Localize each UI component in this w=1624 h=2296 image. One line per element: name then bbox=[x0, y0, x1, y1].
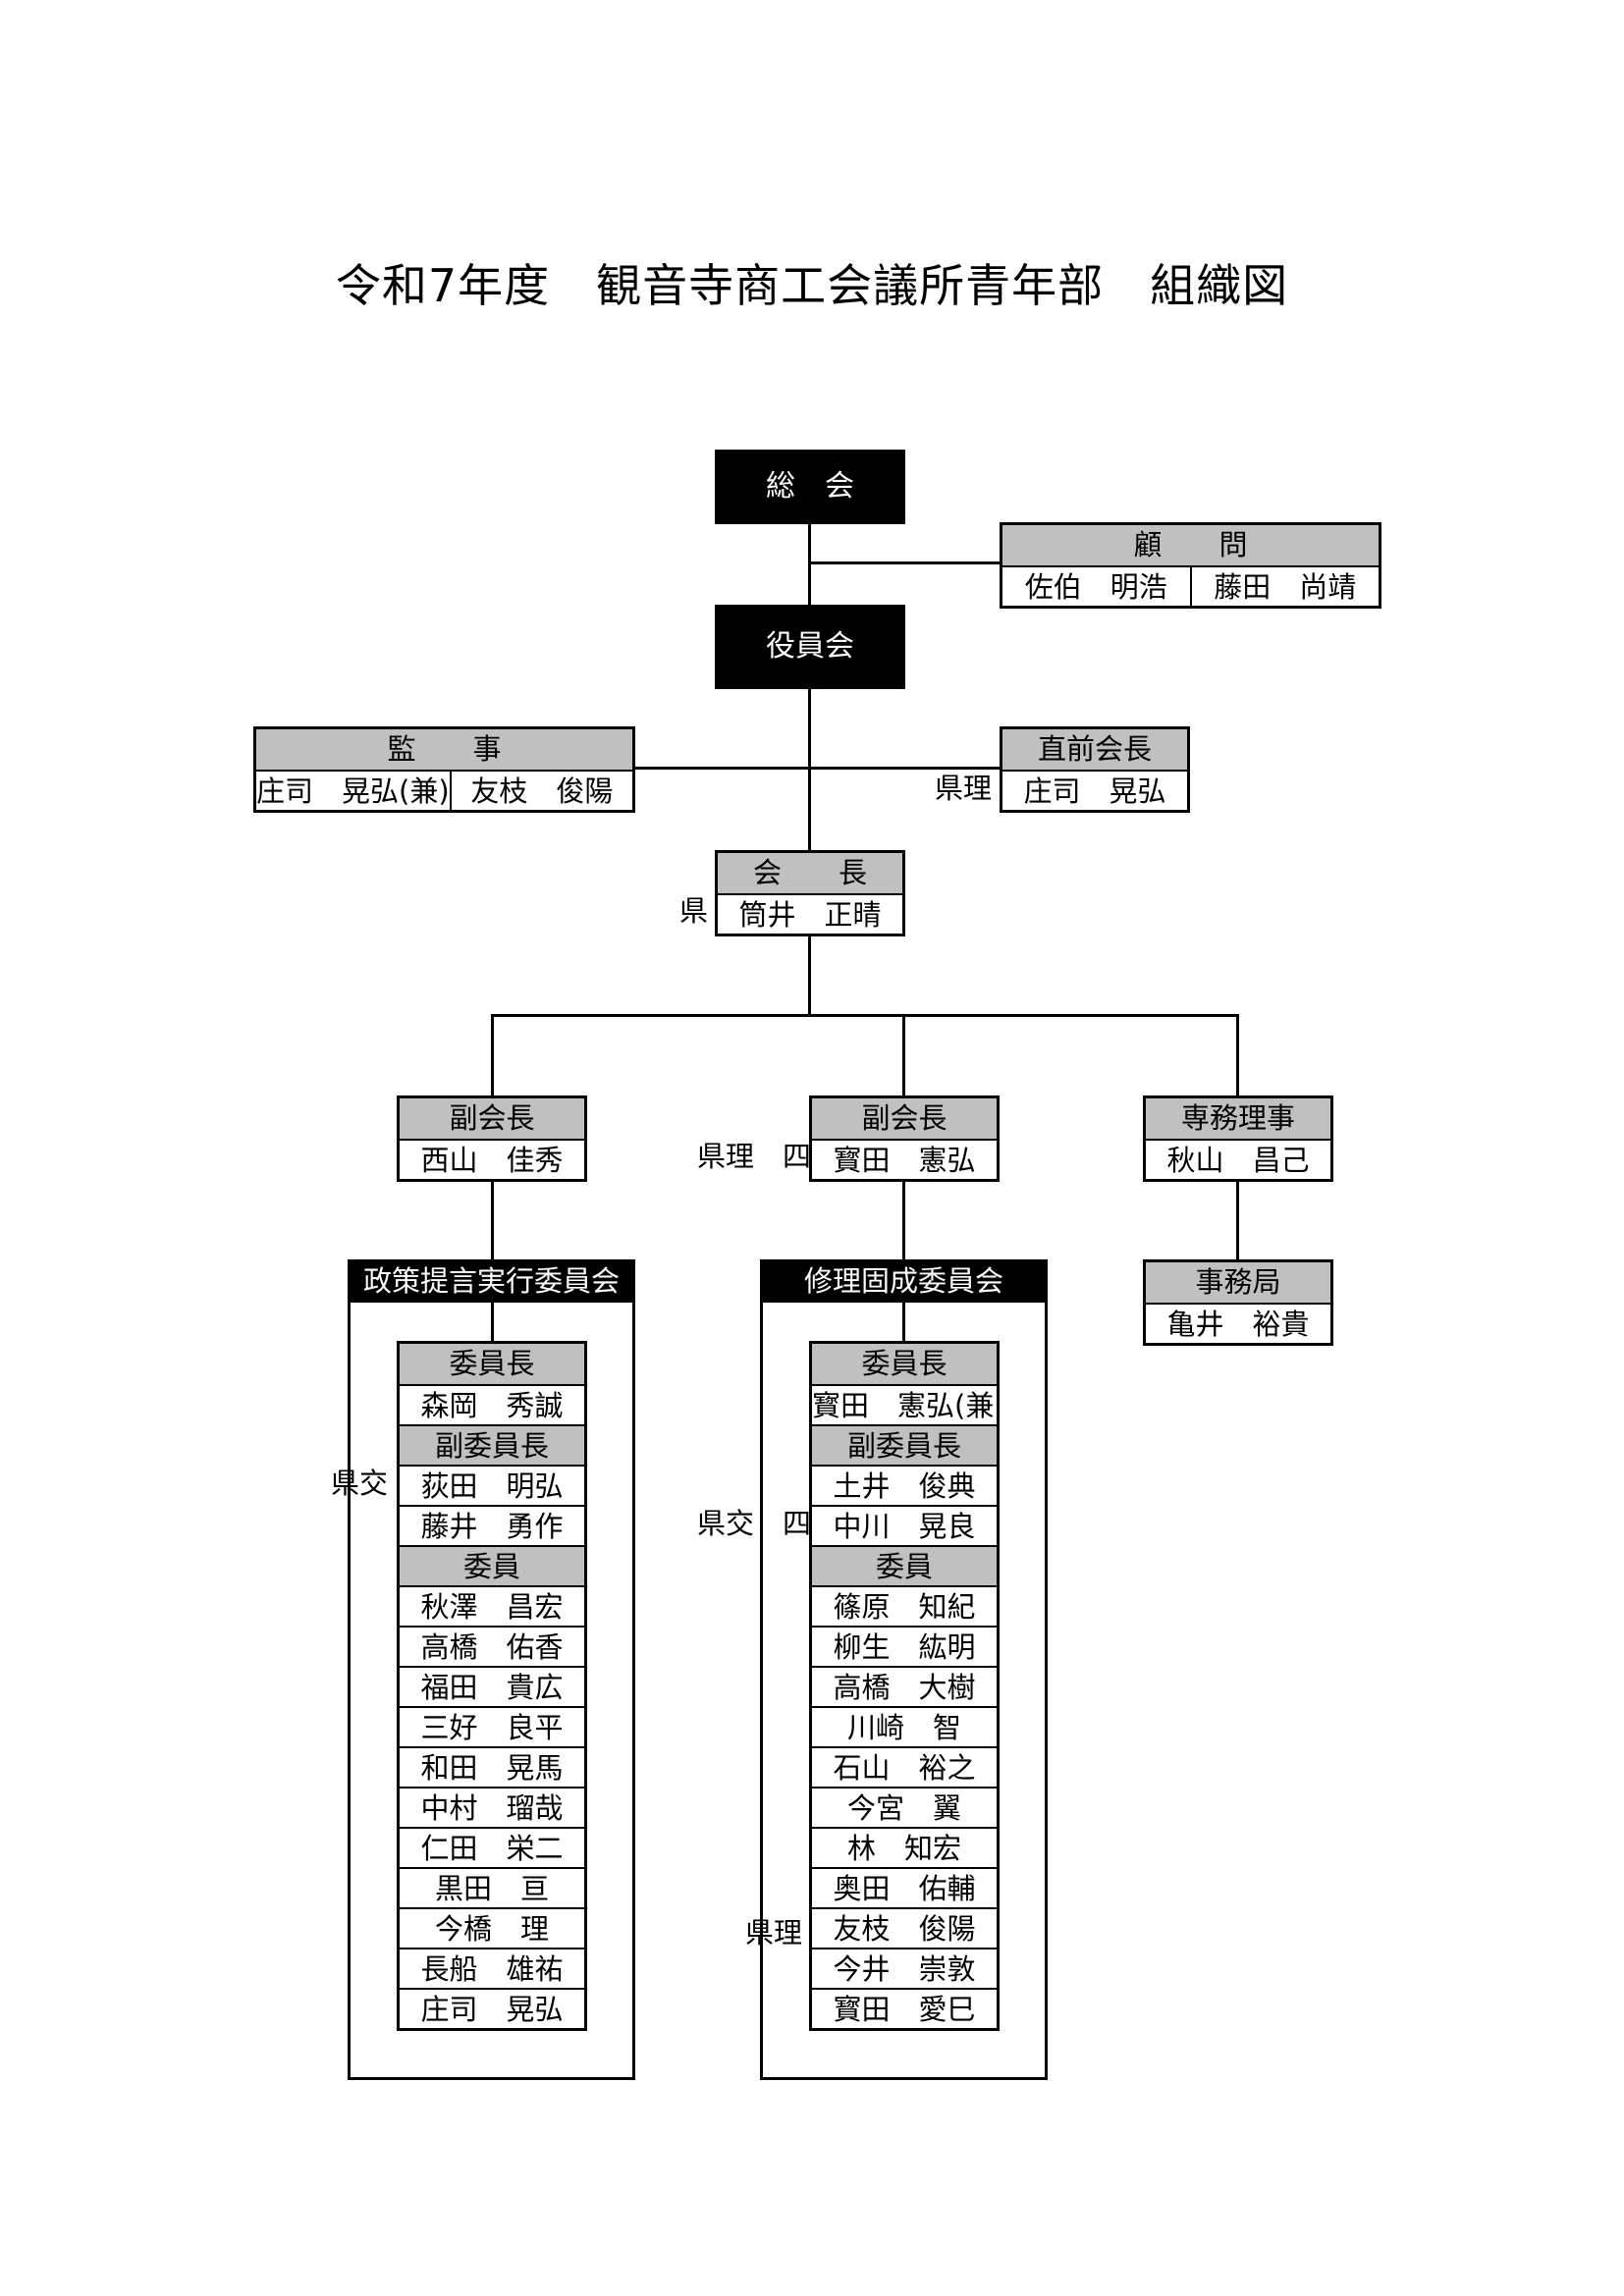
policy-vice-role-tag: 県交 bbox=[331, 1467, 389, 1500]
policy-chair-name: 森岡 秀誠 bbox=[400, 1384, 584, 1424]
shuri-member-name: 篠原 知紀 bbox=[812, 1585, 997, 1626]
advisors-box: 顧 問 佐伯 明浩 藤田 尚靖 bbox=[1000, 522, 1381, 609]
advisor-name: 藤田 尚靖 bbox=[1189, 567, 1380, 606]
secretariat-name: 亀井 裕貴 bbox=[1146, 1303, 1330, 1343]
policy-member-name: 今橋 理 bbox=[400, 1907, 584, 1948]
policy-member-name: 秋澤 昌宏 bbox=[400, 1585, 584, 1626]
auditor-name: 庄司 晃弘(兼) bbox=[256, 774, 450, 808]
connector-center-vp-committee bbox=[902, 1180, 905, 1260]
connector-to-left-vp bbox=[491, 1014, 494, 1096]
shuri-committee-roster: 委員長 寳田 憲弘(兼) 副委員長 土井 俊典 中川 晃良 委員 篠原 知紀 柳… bbox=[809, 1341, 1000, 2031]
policy-vice-chair-label: 副委員長 bbox=[400, 1424, 584, 1465]
advisor-name: 佐伯 明浩 bbox=[1024, 570, 1167, 604]
policy-vice-chair-name: 藤井 勇作 bbox=[400, 1505, 584, 1545]
vice-president-center-box: 副会長 寳田 憲弘 bbox=[809, 1095, 1000, 1182]
policy-member-name: 三好 良平 bbox=[400, 1706, 584, 1746]
policy-members-label: 委員 bbox=[400, 1545, 584, 1585]
advisors-members-row: 佐伯 明浩 藤田 尚靖 bbox=[1002, 565, 1379, 606]
president-role-tag: 県 bbox=[679, 894, 709, 928]
auditors-members-row: 庄司 晃弘(兼) 友枝 俊陽 bbox=[256, 770, 632, 810]
past-president-label: 直前会長 bbox=[1002, 729, 1187, 770]
chokuzen-role-tag: 県理 bbox=[935, 772, 993, 805]
shuri-member-name: 林 知宏 bbox=[812, 1827, 997, 1867]
executive-director-box: 専務理事 秋山 昌己 bbox=[1143, 1095, 1333, 1182]
policy-member-name: 高橋 佑香 bbox=[400, 1626, 584, 1666]
past-president-name: 庄司 晃弘 bbox=[1002, 770, 1187, 810]
auditors-label: 監 事 bbox=[256, 729, 632, 770]
connector-senmu-jimukyoku bbox=[1236, 1180, 1239, 1260]
president-name: 筒井 正晴 bbox=[718, 893, 902, 934]
shuri-chair-label: 委員長 bbox=[812, 1344, 997, 1384]
shuri-member-name: 石山 裕之 bbox=[812, 1746, 997, 1787]
connector-trunk-bottom bbox=[808, 935, 811, 1016]
vice-president-center-label: 副会長 bbox=[812, 1098, 997, 1139]
shuri-member-name: 寳田 愛巳 bbox=[812, 1988, 997, 2028]
policy-vice-chair-name: 荻田 明弘 bbox=[400, 1465, 584, 1505]
policy-member-name: 福田 貴広 bbox=[400, 1666, 584, 1706]
vice-president-left-label: 副会長 bbox=[400, 1098, 584, 1139]
vice-president-left-name: 西山 佳秀 bbox=[400, 1139, 584, 1179]
executive-director-label: 専務理事 bbox=[1146, 1098, 1330, 1139]
president-label: 会 長 bbox=[718, 853, 902, 893]
executive-director-name: 秋山 昌己 bbox=[1146, 1139, 1330, 1179]
policy-chair-label: 委員長 bbox=[400, 1344, 584, 1384]
shuri-member-name: 川崎 智 bbox=[812, 1706, 997, 1746]
shuri-vice-chair-name: 中川 晃良 bbox=[812, 1505, 997, 1545]
shuri-member-name: 友枝 俊陽 bbox=[812, 1907, 997, 1948]
shuri-member-name: 高橋 大樹 bbox=[812, 1666, 997, 1706]
shuri-member-name: 奥田 佑輔 bbox=[812, 1867, 997, 1907]
shuri-chair-name: 寳田 憲弘(兼) bbox=[812, 1384, 997, 1424]
policy-member-name: 庄司 晃弘 bbox=[400, 1988, 584, 2028]
shuri-member-name: 柳生 紘明 bbox=[812, 1626, 997, 1666]
general-assembly-box: 総 会 bbox=[715, 450, 905, 524]
vice-president-center-role-tag: 県理 四 bbox=[697, 1140, 812, 1173]
shuri-committee-title: 修理固成委員会 bbox=[760, 1259, 1048, 1303]
connector-kanji-chokuzen bbox=[633, 767, 1001, 770]
connector-left-committee-list bbox=[491, 1303, 494, 1342]
vice-president-left-box: 副会長 西山 佳秀 bbox=[397, 1095, 587, 1182]
connector-center-committee-list bbox=[902, 1303, 905, 1342]
policy-member-name: 中村 瑠哉 bbox=[400, 1787, 584, 1827]
shuri-members-label: 委員 bbox=[812, 1545, 997, 1585]
policy-member-name: 長船 雄祐 bbox=[400, 1948, 584, 1988]
shuri-member-name: 今宮 翼 bbox=[812, 1787, 997, 1827]
connector-horizontal-bus bbox=[491, 1014, 1239, 1017]
policy-committee-title: 政策提言実行委員会 bbox=[348, 1259, 635, 1303]
shuri-vice-chair-label: 副委員長 bbox=[812, 1424, 997, 1465]
connector-komon bbox=[808, 561, 1001, 564]
shuri-member-name: 今井 崇敦 bbox=[812, 1948, 997, 1988]
policy-member-name: 和田 晃馬 bbox=[400, 1746, 584, 1787]
board-meeting-box: 役員会 bbox=[715, 605, 905, 689]
connector-to-senmu bbox=[1236, 1014, 1239, 1096]
past-president-box: 直前会長 庄司 晃弘 bbox=[1000, 726, 1190, 813]
secretariat-box: 事務局 亀井 裕貴 bbox=[1143, 1259, 1333, 1346]
connector-to-center-vp bbox=[902, 1014, 905, 1096]
connector-left-vp-committee bbox=[491, 1180, 494, 1260]
secretariat-label: 事務局 bbox=[1146, 1262, 1330, 1303]
vice-president-center-name: 寳田 憲弘 bbox=[812, 1139, 997, 1179]
shuri-vice-chair-name: 土井 俊典 bbox=[812, 1465, 997, 1505]
policy-member-name: 仁田 栄二 bbox=[400, 1827, 584, 1867]
policy-committee-roster: 委員長 森岡 秀誠 副委員長 荻田 明弘 藤井 勇作 委員 秋澤 昌宏 高橋 佑… bbox=[397, 1341, 587, 2031]
president-box: 会 長 筒井 正晴 bbox=[715, 850, 905, 936]
shuri-vice-role-tag: 県交 四 bbox=[697, 1507, 812, 1540]
shuri-members-role-tag: 県理 bbox=[745, 1916, 803, 1949]
auditor-name: 友枝 俊陽 bbox=[449, 772, 632, 810]
advisors-label: 顧 問 bbox=[1002, 525, 1379, 565]
auditors-box: 監 事 庄司 晃弘(兼) 友枝 俊陽 bbox=[253, 726, 635, 813]
page-title: 令和7年度 観音寺商工会議所青年部 組織図 bbox=[335, 259, 1289, 312]
policy-member-name: 黒田 亘 bbox=[400, 1867, 584, 1907]
